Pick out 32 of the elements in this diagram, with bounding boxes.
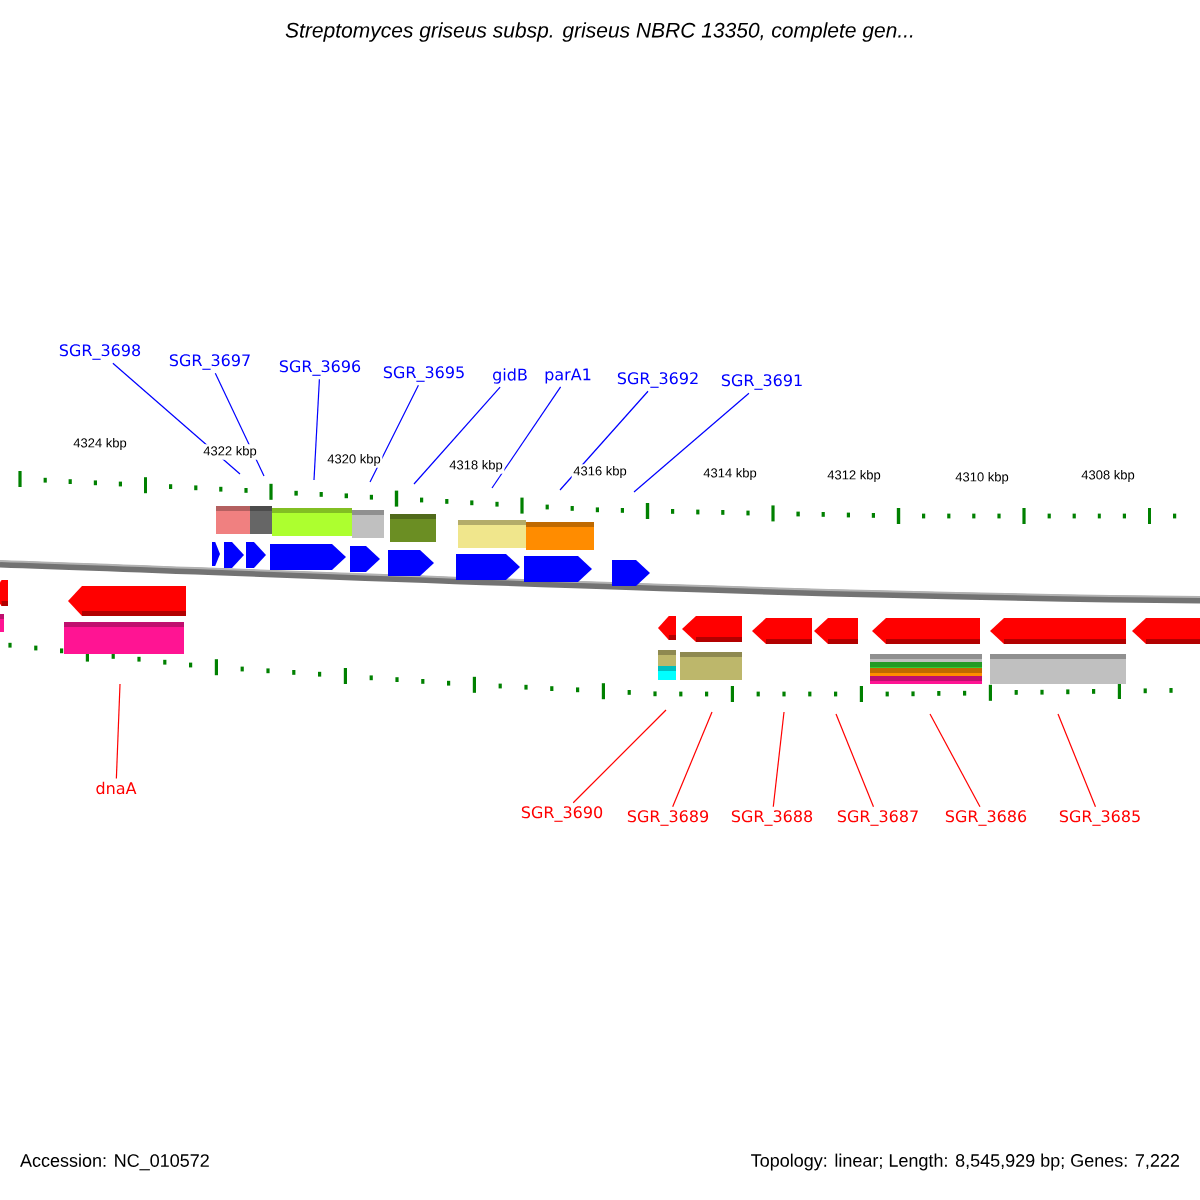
- gene-label: SGR_3692: [617, 372, 698, 388]
- gene-label: SGR_3685: [1059, 810, 1140, 826]
- leader-line: [112, 362, 241, 475]
- title: Streptomyces griseus subsp. griseus NBRC 13350, complete gen...: [285, 22, 913, 42]
- leader-line: [929, 713, 981, 808]
- gene-label: SGR_3686: [945, 810, 1027, 826]
- leader-line: [491, 386, 562, 489]
- leader-line: [633, 392, 750, 493]
- gene-label: SGR_3698: [59, 344, 141, 360]
- leader-line: [835, 713, 875, 808]
- footer-text: Topology: linear; Length: 8,545,929 bp; Genes: 7,222: [749, 1152, 1182, 1172]
- leader-line: [772, 711, 785, 808]
- gene-label: SGR_3689: [627, 810, 709, 826]
- leader-line: [313, 378, 320, 481]
- leader-line: [672, 711, 713, 808]
- leader-line: [413, 386, 501, 485]
- gene-label: SGR_3688: [731, 810, 813, 826]
- gene-label: gidB: [493, 368, 527, 384]
- leader-line: [572, 709, 667, 804]
- leader-line: [115, 683, 121, 779]
- footer-text: Accession: NC_010572: [18, 1152, 212, 1172]
- gene-label: SGR_3690: [521, 806, 603, 822]
- gene-label: dnaA: [96, 781, 137, 795]
- gene-label: SGR_3696: [279, 360, 361, 376]
- gene-label: SGR_3697: [169, 354, 250, 370]
- leader-line: [559, 390, 649, 491]
- gene-label: SGR_3691: [721, 374, 802, 390]
- leader-line: [1057, 713, 1097, 808]
- gene-label: SGR_3687: [837, 810, 918, 826]
- leader-line: [369, 384, 419, 483]
- gene-label: SGR_3695: [383, 366, 464, 382]
- gene-label: parA1: [545, 368, 591, 384]
